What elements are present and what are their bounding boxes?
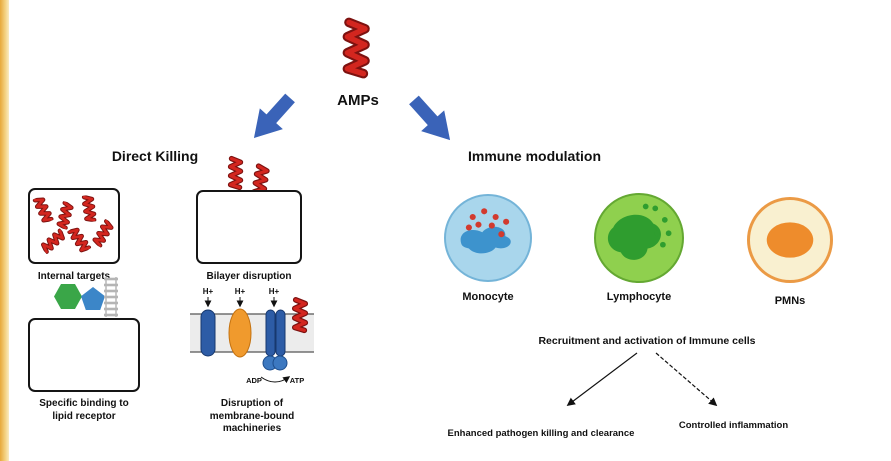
pmn-nucleus-icon <box>766 222 814 258</box>
membrane-machineries-label: Disruption of membrane-bound machineries <box>209 398 295 434</box>
bilayer-disruption-box <box>196 190 302 264</box>
h-plus-label: H+ <box>203 287 214 296</box>
receptor-ligand-hexagon-icon <box>54 284 82 309</box>
amp-helix-icon <box>295 300 305 330</box>
amps-label: AMPs <box>337 92 379 109</box>
adp-to-atp-arrow-icon <box>260 376 291 384</box>
arrow-to-inflammation-icon <box>655 352 718 407</box>
amp-helix-icon <box>38 227 68 256</box>
lymphocyte-label: Lymphocyte <box>606 291 672 303</box>
page-edge-strip <box>0 0 9 461</box>
pmns-label: PMNs <box>774 295 806 307</box>
membrane-protein-carrier-icon <box>228 308 252 358</box>
h-plus-label: H+ <box>269 287 280 296</box>
lymphocyte-contents-icon <box>607 203 672 260</box>
amp-helix-icon <box>66 224 94 255</box>
immune-modulation-heading: Immune modulation <box>468 148 601 164</box>
amp-helix-icon <box>341 10 373 86</box>
bilayer-disruption-label: Bilayer disruption <box>206 271 292 282</box>
atp-label: ATP <box>290 376 304 385</box>
amp-helix-icon <box>227 155 245 191</box>
outcome-arrows-icon <box>566 352 718 407</box>
arrow-to-direct-killing-icon <box>242 87 302 149</box>
adp-label: ADP <box>246 376 262 385</box>
atp-synthase-icon <box>262 309 288 371</box>
monocyte-label: Monocyte <box>462 291 514 303</box>
arrow-to-pathogen-killing-icon <box>566 352 638 407</box>
amp-helix-icon <box>90 218 116 249</box>
membrane-receptor-ladder-icon <box>104 277 118 317</box>
direct-killing-heading: Direct Killing <box>111 148 199 164</box>
specific-binding-box <box>28 318 140 392</box>
monocyte-cell <box>444 194 532 282</box>
pmn-cell <box>747 197 833 283</box>
h-plus-label: H+ <box>235 287 246 296</box>
specific-binding-label: Specific binding to lipid receptor <box>39 398 129 422</box>
recruitment-label: Recruitment and activation of Immune cel… <box>538 335 756 347</box>
internal-targets-box <box>28 188 120 264</box>
monocyte-contents-icon <box>460 208 511 254</box>
outcome-inflammation-label: Controlled inflammation <box>678 420 789 431</box>
membrane-machineries-figure: H+ H+ H+ ADP ATP <box>190 287 314 385</box>
receptor-ligand-pentagon-icon <box>81 287 105 310</box>
amp-helix-icon <box>31 194 56 225</box>
lymphocyte-cell <box>594 193 684 283</box>
internal-targets-label: Internal targets <box>37 271 111 282</box>
amp-helix-icon <box>80 194 99 223</box>
membrane-protein-pump-icon <box>200 309 216 357</box>
outcome-pathogen-killing-label: Enhanced pathogen killing and clearance <box>447 428 635 439</box>
